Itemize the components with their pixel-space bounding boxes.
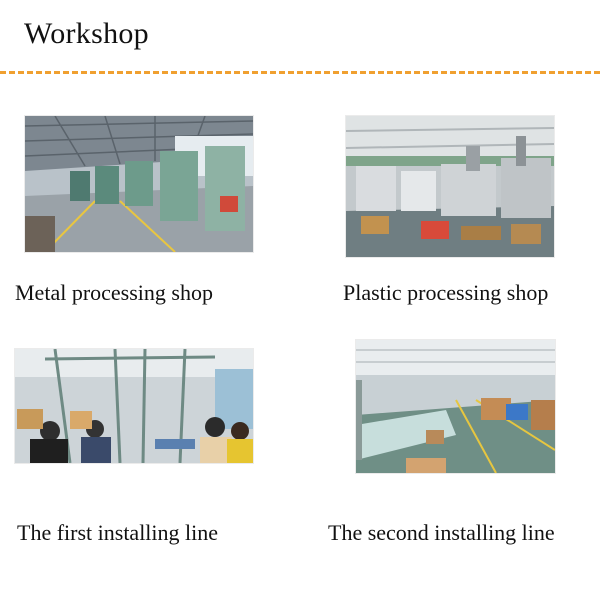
second-installing-line-caption: The second installing line bbox=[328, 520, 555, 545]
metal-processing-shop-caption: Metal processing shop bbox=[15, 280, 213, 305]
metal-processing-shop-photo bbox=[25, 116, 253, 252]
plastic-processing-shop-photo bbox=[346, 116, 554, 257]
second-installing-line-photo bbox=[356, 340, 555, 473]
page-title: Workshop bbox=[24, 17, 149, 50]
dashed-divider bbox=[0, 71, 600, 74]
first-installing-line-caption: The first installing line bbox=[17, 520, 219, 545]
first-installing-line-photo bbox=[15, 349, 253, 463]
plastic-processing-shop-caption: Plastic processing shop bbox=[343, 280, 549, 305]
